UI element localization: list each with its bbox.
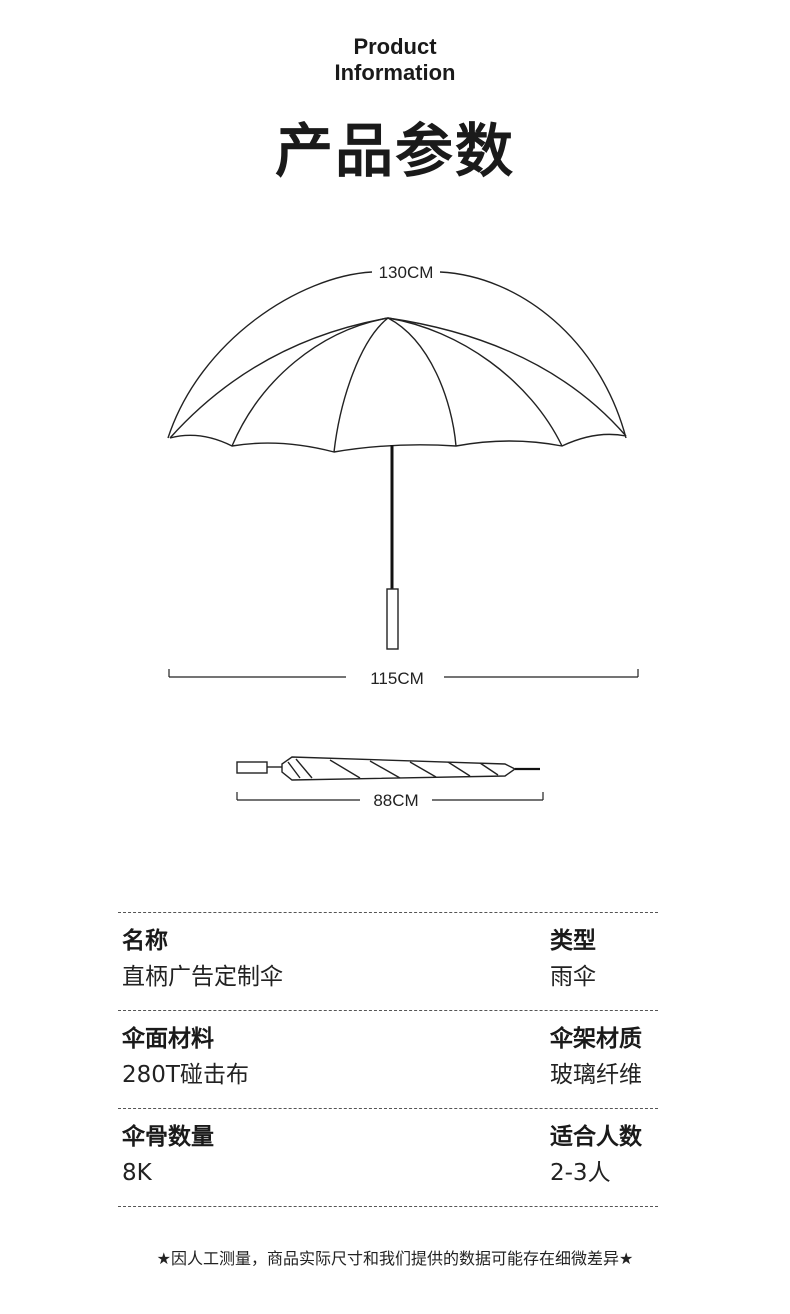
spec-label: 伞骨数量 xyxy=(122,1124,214,1150)
height-label: 115CM xyxy=(370,669,424,688)
umbrella-handle xyxy=(386,588,399,650)
spec-label: 适合人数 xyxy=(550,1124,642,1150)
spec-rib-count: 伞骨数量 8K xyxy=(122,1121,214,1189)
spec-label: 伞架材质 xyxy=(550,1026,642,1052)
spec-row: 伞骨数量 8K 适合人数 2-3人 xyxy=(118,1108,658,1207)
spec-frame-material: 伞架材质 玻璃纤维 xyxy=(550,1023,642,1091)
spec-value: 280T碰击布 xyxy=(122,1062,249,1088)
folded-length-dimension xyxy=(236,792,544,801)
title-english-line2: Information xyxy=(334,60,456,85)
canopy-top xyxy=(169,317,627,439)
folded-handle xyxy=(236,761,268,774)
open-width-label: 130CM xyxy=(379,263,434,282)
spec-value: 直柄广告定制伞 xyxy=(122,964,283,990)
title-english: Product Information xyxy=(0,34,790,86)
spec-name: 名称 直柄广告定制伞 xyxy=(122,925,283,993)
spec-value: 8K xyxy=(122,1160,152,1186)
spec-canopy-material: 伞面材料 280T碰击布 xyxy=(122,1023,249,1091)
folded-umbrella-icon xyxy=(236,756,540,781)
spec-label: 伞面材料 xyxy=(122,1026,214,1052)
spec-value: 雨伞 xyxy=(550,964,596,990)
spec-table: 名称 直柄广告定制伞 类型 雨伞 伞面材料 280T碰击布 伞架材质 玻璃纤维 … xyxy=(118,912,658,1207)
spec-label: 类型 xyxy=(550,928,596,954)
rib-2 xyxy=(333,317,389,453)
rib-1 xyxy=(231,317,389,447)
width-arc-right xyxy=(439,271,627,439)
folded-length-label: 88CM xyxy=(373,791,418,810)
spec-row: 名称 直柄广告定制伞 类型 雨伞 xyxy=(118,912,658,1010)
spec-capacity: 适合人数 2-3人 xyxy=(550,1121,642,1189)
title-chinese: 产品参数 xyxy=(274,117,515,185)
rib-3 xyxy=(387,317,457,447)
spec-label: 名称 xyxy=(122,928,168,954)
spec-value: 2-3人 xyxy=(550,1160,611,1186)
rib-4 xyxy=(387,317,563,447)
measurement-disclaimer: ★因人工测量，商品实际尺寸和我们提供的数据可能存在细微差异★ xyxy=(156,1249,634,1268)
spec-row: 伞面材料 280T碰击布 伞架材质 玻璃纤维 xyxy=(118,1010,658,1108)
open-umbrella-icon xyxy=(167,271,627,453)
umbrella-diagram: 130CM 115CM 88CM xyxy=(167,263,639,810)
spec-type: 类型 雨伞 xyxy=(550,925,596,993)
spec-value: 玻璃纤维 xyxy=(550,1062,642,1088)
height-dimension xyxy=(168,669,639,678)
folded-pleats xyxy=(287,758,499,779)
width-arc-left xyxy=(167,271,373,439)
folded-canopy xyxy=(281,756,517,781)
title-english-line1: Product xyxy=(353,34,437,59)
